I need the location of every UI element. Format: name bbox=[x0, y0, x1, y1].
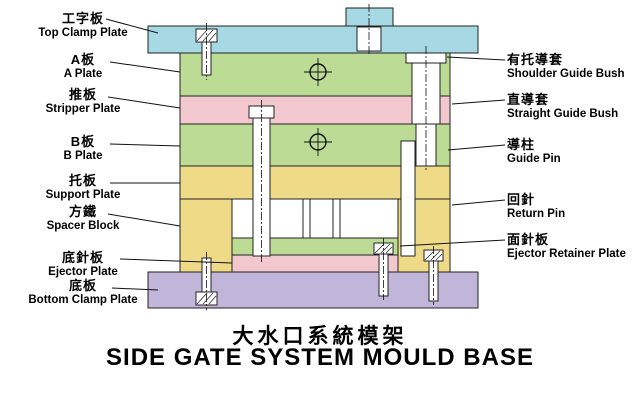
ejector-screw-shaft bbox=[378, 253, 389, 297]
label-top-clamp-plate-zh: 工字板 bbox=[61, 11, 104, 26]
label-shoulder-guide-bush-zh: 有托導套 bbox=[507, 52, 564, 67]
label-ejector-plate-en: Ejector Plate bbox=[48, 265, 118, 278]
label-top-clamp-plate-en: Top Clamp Plate bbox=[38, 26, 128, 39]
leader-return-pin bbox=[451, 199, 506, 206]
leader-ejector-plate bbox=[119, 258, 233, 264]
label-spacer-block: 方鐵 Spacer Block bbox=[8, 204, 158, 233]
label-support-plate: 托板 Support Plate bbox=[8, 173, 158, 202]
label-return-pin-zh: 回針 bbox=[507, 192, 536, 207]
ejector-pin-right bbox=[332, 198, 341, 239]
return-pin-right-shape bbox=[400, 140, 416, 257]
label-a-plate: A板 A Plate bbox=[8, 52, 158, 81]
label-bottom-clamp-plate-en: Bottom Clamp Plate bbox=[28, 293, 138, 306]
label-b-plate-zh: B板 bbox=[70, 134, 96, 149]
locating-block-shape bbox=[345, 7, 394, 28]
label-bottom-clamp-plate: 底板 Bottom Clamp Plate bbox=[8, 278, 158, 307]
label-spacer-block-en: Spacer Block bbox=[46, 219, 120, 232]
label-guide-pin-zh: 導柱 bbox=[507, 137, 536, 152]
crosshair-symbols bbox=[304, 58, 332, 156]
a-plate-shape bbox=[179, 52, 451, 97]
leader-straight-guide-bush bbox=[451, 99, 506, 105]
label-straight-guide-bush-en: Straight Guide Bush bbox=[507, 107, 619, 120]
leader-top-clamp-plate bbox=[105, 18, 159, 34]
label-return-pin-en: Return Pin bbox=[507, 207, 566, 220]
label-b-plate-en: B Plate bbox=[63, 149, 103, 162]
leader-stripper-plate bbox=[107, 96, 181, 109]
leader-lines-left bbox=[105, 18, 233, 291]
label-support-plate-zh: 托板 bbox=[68, 173, 97, 188]
ejector-plate-shape bbox=[231, 254, 399, 273]
label-spacer-block-zh: 方鐵 bbox=[68, 204, 97, 219]
leader-guide-pin bbox=[447, 144, 506, 151]
leader-shoulder-guide-bush bbox=[446, 56, 506, 61]
leader-b-plate bbox=[109, 143, 181, 147]
label-a-plate-zh: A板 bbox=[70, 52, 96, 67]
centerlines bbox=[206, 4, 434, 310]
label-shoulder-guide-bush: 有托導套 Shoulder Guide Bush bbox=[507, 52, 640, 81]
leader-lines-right bbox=[399, 56, 506, 247]
label-ejector-retainer-plate: 面針板 Ejector Retainer Plate bbox=[507, 232, 640, 261]
label-a-plate-en: A Plate bbox=[63, 67, 103, 80]
stripper-plate-shape bbox=[179, 95, 451, 125]
label-ejector-plate-zh: 底針板 bbox=[61, 250, 104, 265]
label-guide-pin: 導柱 Guide Pin bbox=[507, 137, 640, 166]
screw-head-hatching bbox=[196, 29, 443, 305]
label-ejector-plate: 底針板 Ejector Plate bbox=[8, 250, 158, 279]
label-straight-guide-bush-zh: 直導套 bbox=[507, 92, 550, 107]
leader-a-plate bbox=[109, 61, 181, 73]
label-ejector-retainer-plate-en: Ejector Retainer Plate bbox=[507, 247, 626, 260]
leader-spacer-block bbox=[107, 213, 181, 227]
label-bottom-clamp-plate-zh: 底板 bbox=[68, 278, 97, 293]
ejector-pin-left bbox=[302, 198, 311, 239]
label-b-plate: B板 B Plate bbox=[8, 134, 158, 163]
label-stripper-plate-zh: 推板 bbox=[68, 87, 97, 102]
title-english: SIDE GATE SYSTEM MOULD BASE bbox=[106, 344, 534, 371]
label-stripper-plate-en: Stripper Plate bbox=[45, 102, 121, 115]
label-stripper-plate: 推板 Stripper Plate bbox=[8, 87, 158, 116]
label-guide-pin-en: Guide Pin bbox=[507, 152, 561, 165]
title-chinese: 大水口系統模架 bbox=[232, 325, 408, 348]
label-shoulder-guide-bush-en: Shoulder Guide Bush bbox=[507, 67, 625, 80]
label-straight-guide-bush: 直導套 Straight Guide Bush bbox=[507, 92, 640, 121]
leader-bottom-clamp-plate bbox=[111, 287, 159, 291]
label-return-pin: 回針 Return Pin bbox=[507, 192, 640, 221]
label-support-plate-en: Support Plate bbox=[45, 188, 121, 201]
leader-ejector-retainer-plate bbox=[399, 239, 506, 247]
label-ejector-retainer-plate-zh: 面針板 bbox=[507, 232, 550, 247]
label-top-clamp-plate: 工字板 Top Clamp Plate bbox=[8, 11, 158, 40]
